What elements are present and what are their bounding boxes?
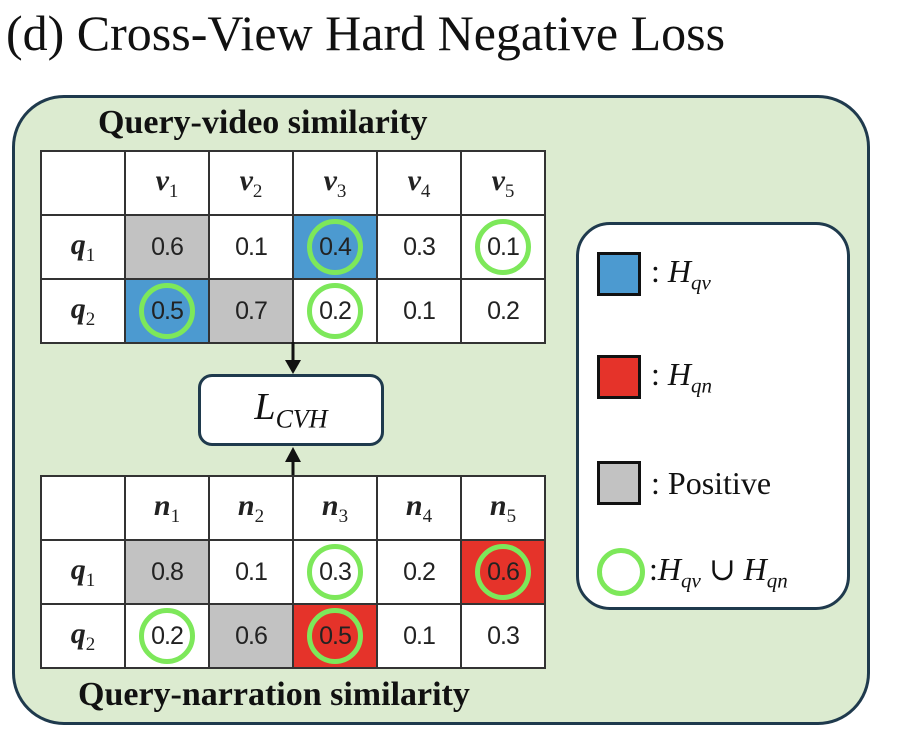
qv-col-header: v3 bbox=[292, 150, 378, 216]
qv-cell-value: 0.2 bbox=[487, 296, 520, 325]
hard-negative-ring-icon bbox=[307, 283, 363, 339]
qn-cell: 0.8 bbox=[124, 539, 210, 605]
qn-cell-value: 0.2 bbox=[151, 621, 184, 650]
qv-cell-value: 0.4 bbox=[319, 232, 352, 261]
qn-col-header: n4 bbox=[376, 475, 462, 541]
qn-col-header: n1 bbox=[124, 475, 210, 541]
qv-cell: 0.1 bbox=[376, 278, 462, 344]
legend-item-union: :Hqv ∪ Hqn bbox=[597, 547, 788, 597]
legend: : Hqv : Hqn : Positive :Hqv ∪ Hqn bbox=[576, 222, 850, 610]
qn-col-header: n2 bbox=[208, 475, 294, 541]
qn-row: q1 0.8 0.1 0.3 0.2 0.6 bbox=[40, 539, 546, 605]
qn-cell-value: 0.1 bbox=[235, 557, 268, 586]
qv-cell-value: 0.6 bbox=[151, 232, 184, 261]
qv-cell: 0.2 bbox=[460, 278, 546, 344]
legend-swatch-positive bbox=[597, 461, 641, 505]
qn-cell-value: 0.6 bbox=[487, 557, 520, 586]
qv-cell: 0.2 bbox=[292, 278, 378, 344]
qv-cell-value: 0.1 bbox=[235, 232, 268, 261]
legend-ring-icon bbox=[597, 548, 645, 596]
legend-item-hqv: : Hqv bbox=[597, 249, 711, 299]
hard-negative-ring-icon bbox=[307, 544, 363, 600]
qn-cell-value: 0.5 bbox=[319, 621, 352, 650]
qv-row: q2 0.5 0.7 0.2 0.1 0.2 bbox=[40, 278, 546, 344]
qv-row-header: q1 bbox=[40, 214, 126, 280]
qn-row: q2 0.2 0.6 0.5 0.1 0.3 bbox=[40, 603, 546, 669]
legend-swatch-hqv bbox=[597, 252, 641, 296]
qv-cell: 0.4 bbox=[292, 214, 378, 280]
qn-cell-value: 0.1 bbox=[403, 621, 436, 650]
qn-cell: 0.1 bbox=[376, 603, 462, 669]
hard-negative-ring-icon bbox=[307, 219, 363, 275]
legend-swatch-hqn bbox=[597, 355, 641, 399]
hard-negative-ring-icon bbox=[475, 219, 531, 275]
qn-row-header: q2 bbox=[40, 603, 126, 669]
query-narration-caption: Query-narration similarity bbox=[78, 676, 470, 713]
qn-cell-value: 0.8 bbox=[151, 557, 184, 586]
qn-cell: 0.2 bbox=[124, 603, 210, 669]
qv-cell-value: 0.1 bbox=[403, 296, 436, 325]
qv-cell: 0.7 bbox=[208, 278, 294, 344]
legend-label-hqv: : Hqv bbox=[651, 252, 711, 295]
arrow-down-head bbox=[285, 360, 301, 374]
query-video-caption: Query-video similarity bbox=[98, 104, 428, 141]
qv-col-header: v1 bbox=[124, 150, 210, 216]
qv-cell-value: 0.1 bbox=[487, 232, 520, 261]
figure-title: (d) Cross-View Hard Negative Loss bbox=[6, 5, 726, 61]
qn-cell: 0.6 bbox=[208, 603, 294, 669]
qv-cell-value: 0.2 bbox=[319, 296, 352, 325]
qv-cell-value: 0.3 bbox=[403, 232, 436, 261]
legend-label-union: :Hqv ∪ Hqn bbox=[649, 551, 788, 593]
qn-cell: 0.5 bbox=[292, 603, 378, 669]
qn-col-header: n5 bbox=[460, 475, 546, 541]
qn-corner-cell bbox=[40, 475, 126, 541]
qv-cell: 0.6 bbox=[124, 214, 210, 280]
legend-item-positive: : Positive bbox=[597, 458, 771, 508]
qv-col-header: v2 bbox=[208, 150, 294, 216]
qv-corner-cell bbox=[40, 150, 126, 216]
qn-cell-value: 0.2 bbox=[403, 557, 436, 586]
legend-item-hqn: : Hqn bbox=[597, 352, 712, 402]
qv-col-header: v5 bbox=[460, 150, 546, 216]
qv-cell: 0.1 bbox=[460, 214, 546, 280]
qv-cell: 0.1 bbox=[208, 214, 294, 280]
qn-cell-value: 0.6 bbox=[235, 621, 268, 650]
qv-cell-value: 0.5 bbox=[151, 296, 184, 325]
qn-cell: 0.3 bbox=[292, 539, 378, 605]
qn-cell: 0.2 bbox=[376, 539, 462, 605]
qv-cell-value: 0.7 bbox=[235, 296, 268, 325]
qn-col-header: n3 bbox=[292, 475, 378, 541]
hard-negative-ring-icon bbox=[475, 544, 531, 600]
qn-row-header: q1 bbox=[40, 539, 126, 605]
loss-box: LCVH bbox=[198, 374, 384, 446]
hard-negative-ring-icon bbox=[307, 608, 363, 664]
qn-cell: 0.3 bbox=[460, 603, 546, 669]
legend-label-hqn: : Hqn bbox=[651, 355, 712, 398]
qv-col-header: v4 bbox=[376, 150, 462, 216]
qn-cell: 0.6 bbox=[460, 539, 546, 605]
qn-cell-value: 0.3 bbox=[319, 557, 352, 586]
hard-negative-ring-icon bbox=[139, 608, 195, 664]
hard-negative-ring-icon bbox=[139, 283, 195, 339]
loss-label: LCVH bbox=[254, 386, 328, 434]
legend-label-positive: : Positive bbox=[651, 464, 772, 501]
qn-cell: 0.1 bbox=[208, 539, 294, 605]
qn-cell-value: 0.3 bbox=[487, 621, 520, 650]
qv-cell: 0.5 bbox=[124, 278, 210, 344]
qv-row: q1 0.6 0.1 0.4 0.3 0.1 bbox=[40, 214, 546, 280]
qv-cell: 0.3 bbox=[376, 214, 462, 280]
arrow-up-head bbox=[285, 447, 301, 462]
qv-row-header: q2 bbox=[40, 278, 126, 344]
